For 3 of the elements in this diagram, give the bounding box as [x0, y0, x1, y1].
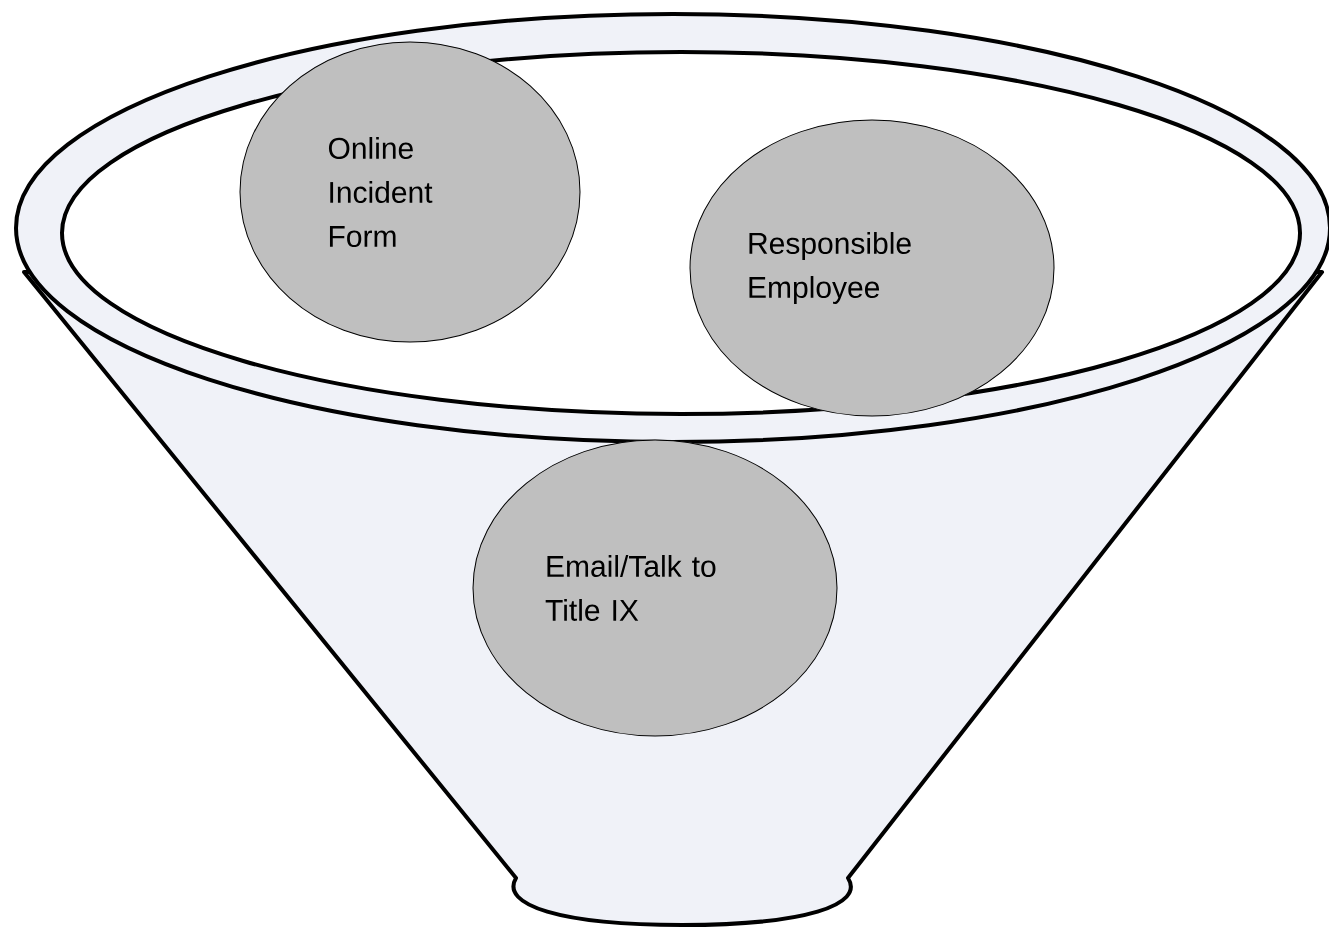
ellipse-node: Email/Talk to Title IX — [472, 439, 838, 737]
ellipse-node: Responsible Employee — [689, 119, 1055, 417]
ellipse-node: Online Incident Form — [239, 41, 581, 343]
